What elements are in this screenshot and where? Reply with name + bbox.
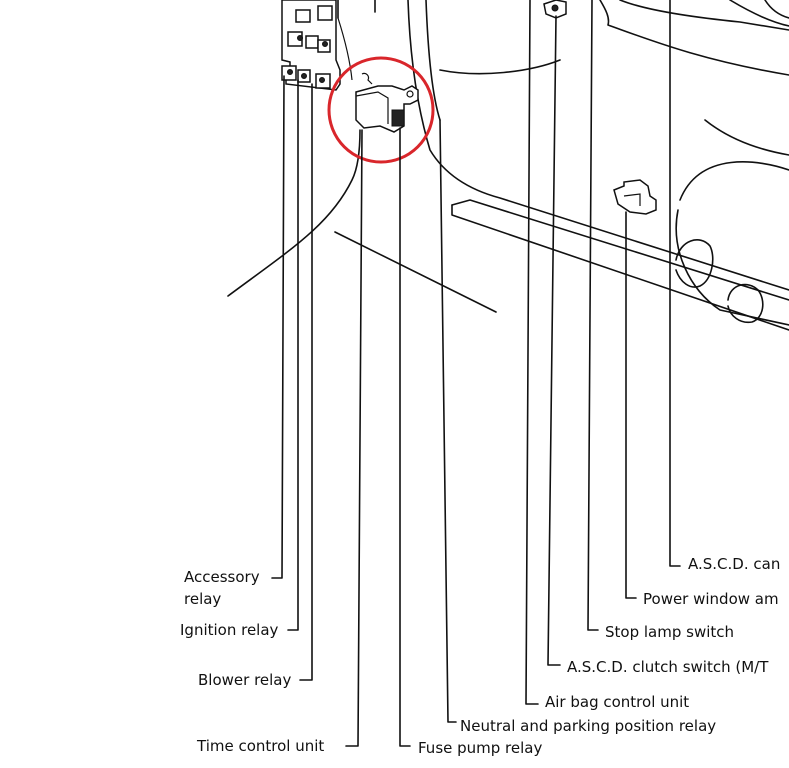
label-ascd-cancel: A.S.C.D. can xyxy=(688,555,780,573)
label-ignition-relay: Ignition relay xyxy=(180,621,279,639)
vehicle-body-outline xyxy=(227,0,789,331)
label-time-control-unit: Time control unit xyxy=(196,737,324,755)
label-stop-lamp-switch: Stop lamp switch xyxy=(605,623,734,641)
label-neutral-parking-relay: Neutral and parking position relay xyxy=(460,717,716,735)
power-window-amp-part xyxy=(613,179,657,215)
label-power-window-amp: Power window am xyxy=(643,590,779,608)
label-fuse-pump-relay: Fuse pump relay xyxy=(418,739,542,757)
label-blower-relay: Blower relay xyxy=(198,671,291,689)
top-connector xyxy=(543,0,567,19)
label-air-bag-control-unit: Air bag control unit xyxy=(545,693,689,711)
highlight-circle xyxy=(327,56,435,164)
label-ascd-clutch-switch: A.S.C.D. clutch switch (M/T xyxy=(567,658,769,676)
label-accessory-relay-line1: Accessory xyxy=(184,568,260,586)
fuse-pump-relay-part xyxy=(355,72,419,133)
label-accessory-relay-line2: relay xyxy=(184,590,221,608)
leader-lines xyxy=(271,0,681,747)
relay-block xyxy=(281,0,341,91)
